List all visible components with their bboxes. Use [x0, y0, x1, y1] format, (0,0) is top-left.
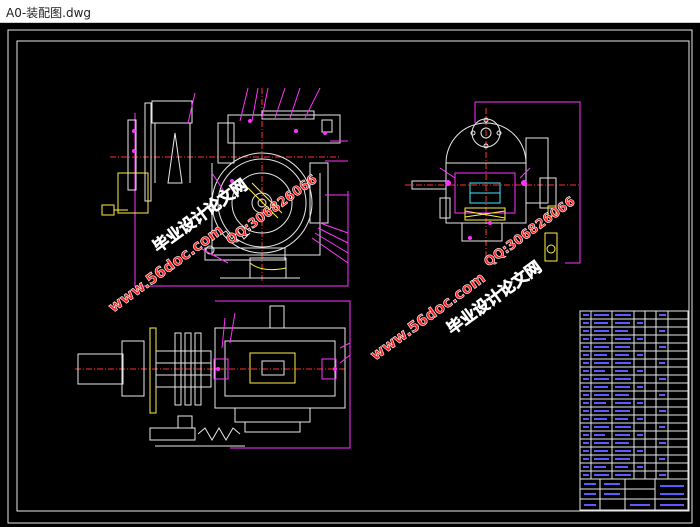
inner-frame [16, 40, 690, 512]
cad-drawing: www.56doc.com QQ:306826066 毕业设计论文网 www.5… [7, 29, 693, 524]
title-block [579, 310, 689, 511]
section-view [75, 300, 351, 449]
window-titlebar: A0-装配图.dwg [0, 0, 700, 23]
watermark-group-1: www.56doc.com QQ:306826066 毕业设计论文网 [104, 172, 320, 317]
window-title: A0-装配图.dwg [6, 6, 92, 20]
outer-frame [7, 29, 693, 524]
front-view [101, 87, 349, 287]
drawing-canvas[interactable]: www.56doc.com QQ:306826066 毕业设计论文网 www.5… [0, 23, 700, 527]
side-view [405, 101, 581, 264]
